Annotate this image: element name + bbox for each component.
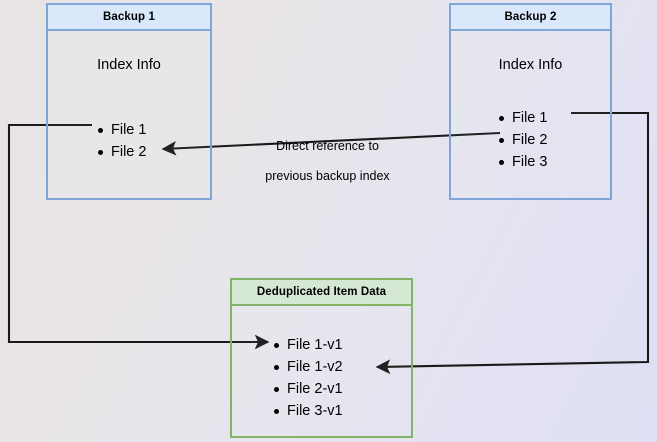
backup-2-file-list: File 1 File 2 File 3: [497, 107, 547, 173]
list-item[interactable]: File 1: [96, 119, 146, 141]
direct-reference-line-2: previous backup index: [265, 169, 390, 183]
backup-1-body: Index Info File 1 File 2: [48, 31, 210, 198]
list-item[interactable]: File 2: [96, 141, 146, 163]
backup-2-index-info-label: Index Info: [498, 57, 563, 73]
backup-2-body: Index Info File 1 File 2 File 3: [451, 31, 610, 198]
deduplicated-item-data-header: Deduplicated Item Data: [232, 280, 411, 306]
direct-reference-annotation: Direct reference to previous backup inde…: [240, 124, 415, 199]
deduplicated-item-data-body: File 1-v1 File 1-v2 File 2-v1 File 3-v1: [232, 306, 411, 436]
list-item[interactable]: File 3-v1: [272, 400, 343, 422]
list-item[interactable]: File 2-v1: [272, 378, 343, 400]
backup-1-header: Backup 1: [48, 5, 210, 31]
deduplicated-file-list: File 1-v1 File 1-v2 File 2-v1 File 3-v1: [272, 334, 343, 422]
list-item[interactable]: File 2: [497, 129, 547, 151]
deduplicated-item-data-box[interactable]: Deduplicated Item Data File 1-v1 File 1-…: [230, 278, 413, 438]
list-item[interactable]: File 1: [497, 107, 547, 129]
backup-2-header: Backup 2: [451, 5, 610, 31]
direct-reference-line-1: Direct reference to: [276, 139, 379, 153]
backup-1-index-info-label: Index Info: [97, 57, 161, 73]
backup-1-box[interactable]: Backup 1 Index Info File 1 File 2: [46, 3, 212, 200]
list-item[interactable]: File 1-v1: [272, 334, 343, 356]
backup-2-box[interactable]: Backup 2 Index Info File 1 File 2 File 3: [449, 3, 612, 200]
list-item[interactable]: File 3: [497, 151, 547, 173]
list-item[interactable]: File 1-v2: [272, 356, 343, 378]
backup-1-file-list: File 1 File 2: [96, 119, 146, 163]
